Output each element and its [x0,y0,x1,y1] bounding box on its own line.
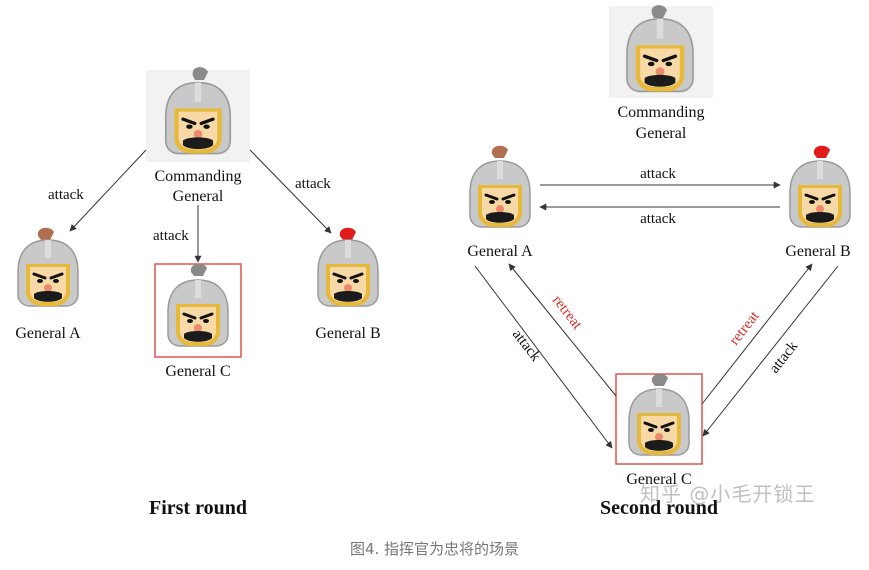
edge-label: attack [640,166,676,182]
helmet-plume-icon [339,227,356,240]
round-title: Second round [600,497,718,519]
helmet-plume-icon [190,263,207,276]
edge-label: attack [509,327,544,365]
general-avatar-icon [16,238,80,308]
general-avatar-icon [788,159,852,229]
edge-arrow [249,149,332,234]
general-avatar-icon [164,80,232,156]
first-general-a-node: General A [15,227,81,342]
general-avatar-icon [316,238,380,308]
edge-label: attack [767,338,802,376]
figure-caption: 图4. 指挥官为忠将的场景 [349,540,520,558]
node-label: Commanding [154,168,241,185]
node-label: General C [626,471,691,488]
second-general-b-node: General B [785,145,852,260]
node-label: General B [785,243,850,260]
helmet-plume-icon [813,145,830,158]
edge-label: attack [295,176,331,192]
node-label: General A [15,325,81,342]
node-label: General B [315,325,380,342]
node-label: Commanding [617,104,704,121]
edge-arrow [701,263,813,405]
watermark: 知乎 @小毛开锁王 [640,482,816,506]
first-general-c-node: General C [154,263,242,380]
edge-arrow [69,149,147,232]
edge-label: attack [640,211,676,227]
node-label: General [636,125,687,142]
first-commanding-general-node: Commanding General [146,67,250,205]
general-avatar-icon [625,17,695,94]
general-avatar-icon [468,159,532,229]
second-round-diagram: Commanding General General A General B G… [467,5,852,519]
first-general-b-node: General B [315,227,381,342]
edge-label: attack [48,187,84,203]
edge-arrow [508,263,617,397]
edge-label-retreat: retreat [727,308,764,349]
edge-arrow [474,265,613,449]
helmet-plume-icon [37,227,54,240]
helmet-plume-icon [491,145,508,158]
first-round-diagram: Commanding General attack attack attack … [15,67,381,519]
second-general-a-node: General A [467,145,533,260]
second-commanding-general-node: Commanding General [609,5,713,142]
node-label: General C [165,363,230,380]
helmet-plume-icon [651,373,668,386]
helmet-plume-icon [192,67,208,80]
edge-arrow [702,265,839,437]
general-avatar-icon [627,387,691,457]
node-label: General [173,188,224,205]
edge-label: attack [153,228,189,244]
edge-label-retreat: retreat [549,293,586,334]
helmet-plume-icon [651,5,667,18]
second-general-c-node: General C [615,373,703,488]
round-title: First round [149,497,247,519]
node-label: General A [467,243,533,260]
general-avatar-icon [166,278,230,348]
